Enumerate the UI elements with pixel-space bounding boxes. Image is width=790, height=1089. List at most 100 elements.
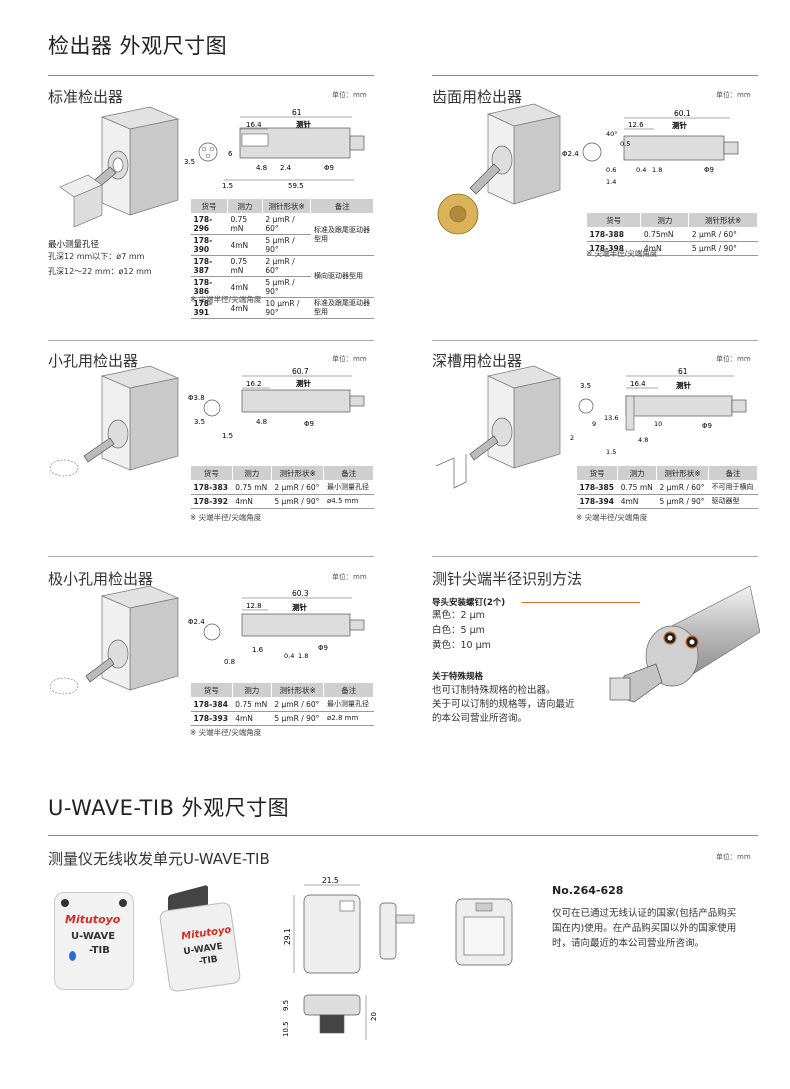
color-yellow: 黄色：10 μm [432,640,491,651]
device-body: Mitutoyo U-WAVE -TIB [158,901,242,993]
uwave-dimension-drawing: 21.5 29.1 9.5 10.5 20 [282,876,513,1040]
small-hole-detector-illustration [49,365,180,477]
dim-59-5: 59.5 [288,182,304,190]
th-tip: 测针形状※ [261,198,312,214]
uwave-desc-line-3: 时，请向最近的本公司营业所咨询。 [552,938,705,949]
min-hole-line-1: 孔深12 mm以下：ø7 mm [48,252,145,261]
dim-9: 9 [592,420,596,428]
dim-1-6: 1.6 [252,646,264,654]
divider [48,556,374,557]
divider [432,556,758,557]
divider [432,75,758,76]
uwave-desc-line-1: 仅可在已通过无线认证的国家(包括产品购买 [552,908,737,919]
dim-16-4: 16.4 [630,380,646,388]
min-hole-title: 最小测量孔径 [48,240,100,250]
section-title-gear: 齿面用检出器 [432,88,523,106]
section-title-standard: 标准检出器 [48,88,124,106]
special-spec-line-2: 关于可以订制的规格等，请向最近 [432,699,575,710]
screw-icon [119,899,127,907]
uwave-device-front: Mitutoyo U-WAVE -TIB [54,892,134,990]
th-force: 测力 [226,198,263,214]
dim-1-5: 1.5 [606,448,616,456]
dim-61: 61 [678,367,688,376]
dim-61: 61 [292,108,302,117]
dim-2-4: 2.4 [280,164,292,172]
dim-4-8: 4.8 [256,164,267,172]
standard-detector-illustration [59,106,180,228]
dim-0-6: 0.6 [606,166,616,174]
dim-phi2-4: Φ2.4 [562,150,579,158]
unit-label: 单位：mm [332,355,367,363]
dim-phi9: Φ9 [324,164,334,172]
footnote: ※ 尖端半径/尖端角度 [190,295,262,304]
dim-29-1: 29.1 [283,928,292,945]
unit-label: 单位：mm [716,355,751,363]
dim-3-5: 3.5 [580,382,591,390]
special-spec-title: 关于特殊规格 [432,672,484,682]
th-code: 货号 [190,198,228,214]
color-black: 黑色：2 μm [432,610,485,621]
device-label-1: U-WAVE [71,931,116,942]
divider [432,340,758,341]
dim-10-5: 10.5 [282,1021,290,1037]
deep-groove-detector-illustration [435,365,562,489]
dim-40deg: 40° [606,130,618,138]
brand-logo: Mitutoyo [65,913,121,926]
color-white: 白色：5 μm [432,625,485,636]
dim-phi9: Φ9 [702,422,712,430]
tiny-hole-dimension-drawing: 60.3 12.8 测针 Φ2.4 1.6 0.8 0.4 1.8 Φ9 [188,589,365,666]
dim-9-5: 9.5 [282,1000,290,1011]
dim-16-2: 16.2 [246,380,262,388]
dim-0-4: 0.4 [636,166,646,174]
dim-21-5: 21.5 [322,876,339,885]
bluetooth-icon [69,951,76,961]
special-spec-line-1: 也可订制特殊规格的检出器。 [432,685,556,696]
dim-60-3: 60.3 [292,589,309,598]
dim-4-8: 4.8 [256,418,267,426]
uwave-section-title: U-WAVE-TIB 外观尺寸图 [48,796,290,820]
screw-label: 导头安装螺钉(2个) [432,598,506,608]
screw-leader-line [522,602,640,603]
dim-0-4: 0.4 [284,652,294,660]
section-title-tiny-hole: 极小孔用检出器 [48,570,154,588]
dim-phi3-8: Φ3.8 [188,394,205,402]
dim-60-1: 60.1 [674,109,691,118]
uwave-desc-line-2: 国在内)使用。在产品购买国以外的国家使用 [552,923,737,934]
min-hole-line-2: 孔深12～22 mm：ø12 mm [48,267,152,276]
footnote: ※ 尖端半径/尖端角度 [576,513,648,522]
stylus-label: 测针 [296,378,311,388]
special-spec-line-3: 的本公司营业所咨询。 [432,713,528,724]
stylus-tip-illustration [609,585,760,703]
standard-dimension-drawing: 61 16.4 测针 6 3.5 4.8 2.4 Φ9 1.5 59.5 [184,108,365,190]
gear-dimension-drawing: 60.1 12.6 测针 Φ2.4 40° 0.5 0.6 0.4 1.8 1.… [562,109,739,186]
dim-1-4: 1.4 [606,178,616,186]
device-label-2: -TIB [89,945,110,956]
screw-icon [61,899,69,907]
footnote: ※ 尖端半径/尖端角度 [190,513,262,522]
dim-phi2-4: Φ2.4 [188,618,205,626]
divider [48,340,374,341]
dim-20: 20 [370,1012,378,1021]
uwave-subtitle: 测量仪无线收发单元U-WAVE-TIB [48,850,270,868]
tiny-hole-detector-illustration [49,585,180,695]
dim-1-5: 1.5 [222,182,233,190]
stylus-label: 测针 [296,119,311,129]
stylus-label: 测针 [676,380,691,390]
dim-1-8: 1.8 [652,166,662,174]
dim-1-8: 1.8 [298,652,308,660]
